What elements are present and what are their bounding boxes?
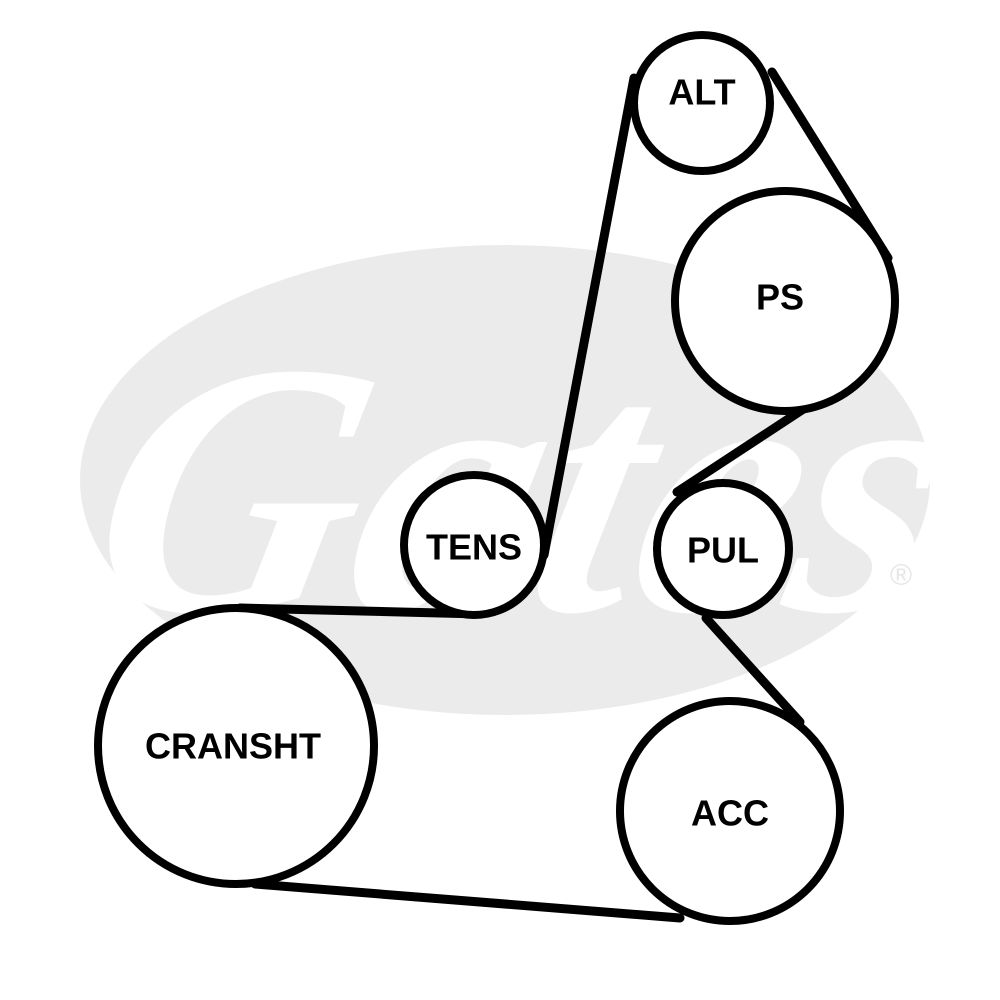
- belt: [235, 67, 893, 923]
- belt-segment-alt-tens: [539, 73, 639, 560]
- pulley-label: TENS: [426, 527, 522, 568]
- belt-segment-acc-cransht: [250, 879, 685, 923]
- pulley-label: ALT: [668, 72, 735, 113]
- pulley-ps: PS: [671, 187, 899, 415]
- belt-segment-ps-pul: [672, 403, 810, 497]
- pulley-tens: TENS: [400, 471, 548, 619]
- pulley-label: PUL: [687, 530, 759, 571]
- belt-segment-cransht-tens: [235, 603, 485, 619]
- pulley-alt: ALT: [630, 31, 774, 175]
- watermark-registered: ®: [890, 559, 912, 592]
- pulley-label: CRANSHT: [145, 726, 321, 767]
- pulley-acc: ACC: [616, 697, 844, 925]
- pulley-pul: PUL: [653, 479, 793, 619]
- pulley-label: ACC: [691, 793, 769, 834]
- pulley-label: PS: [756, 277, 804, 318]
- pulley-cransht: CRANSHT: [94, 604, 378, 888]
- belt-segment-pul-acc: [701, 613, 805, 727]
